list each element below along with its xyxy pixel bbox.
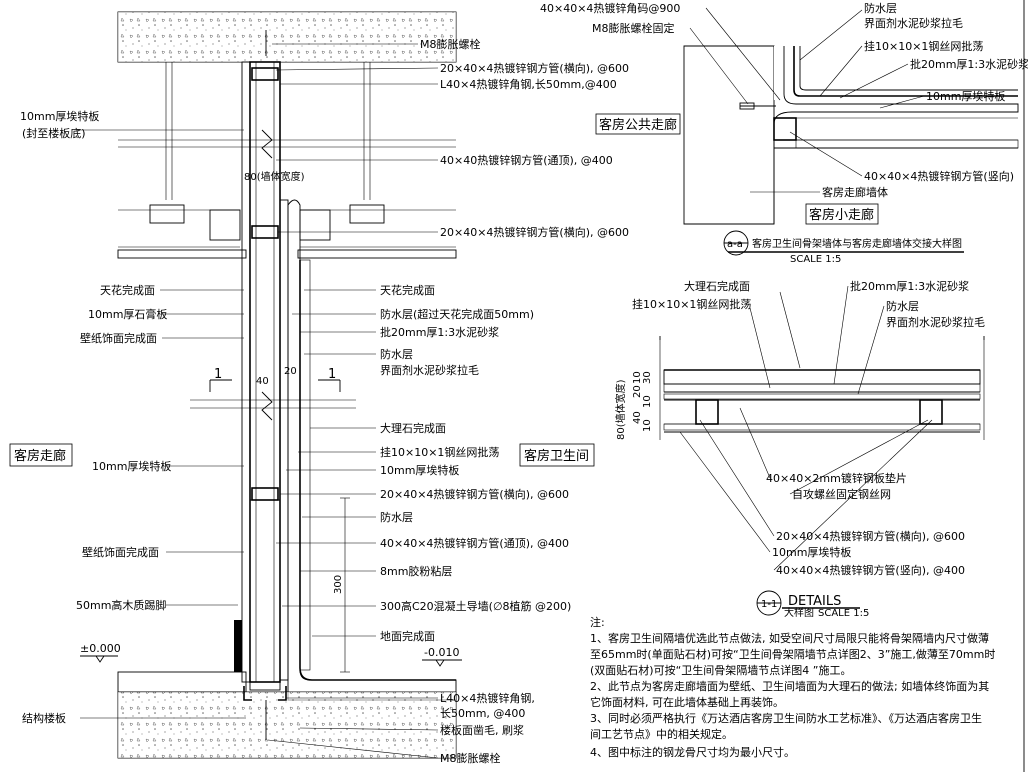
label-ceiling-left: 天花完成面 [100,283,155,297]
label-tube-through2: 40×40×4热镀锌钢方管(通顶), @400 [380,536,569,550]
label-angle-top: L40×4热镀锌角钢,长50mm,@400 [440,77,617,91]
d1-scale: SCALE 1:5 [818,608,869,619]
label-waterproof-b: 防水层 [380,347,413,361]
label-waterproof-over: 防水层(超过天花完成面50mm) [380,307,534,321]
label-corridor-wall: 客房走廊墙体 [822,185,888,199]
label-plan-cement: 批20mm厚1:3水泥砂浆 [910,57,1028,71]
label-floor-rough: 楼板面凿毛, 刷浆 [440,723,524,737]
label-glue: 8mm胶粉粘层 [380,564,452,578]
label-plan-mesh: 挂10×10×1钢丝网批荡 [864,39,983,53]
label-d1-tube-v: 40×40×4热镀锌钢方管(竖向), @400 [776,563,965,577]
d1-dim-30: 30 [642,371,653,384]
label-board-note: (封至楼板底) [22,126,86,140]
label-bolt-fix: M8膨胀螺栓固定 [592,21,675,35]
label-bottom-bolt: M8膨胀螺栓 [440,751,501,765]
label-plan-tube-v: 40×40×4热镀锌钢方管(竖向) [864,169,1014,183]
label-d1-interface: 界面剂水泥砂浆拉毛 [886,315,985,329]
label-d1-mesh: 挂10×10×1钢丝网批荡 [632,297,751,311]
label-corridor-small: 客房小走廊 [809,207,874,223]
label-board-r: 10mm厚埃特板 [380,463,459,477]
label-d1-tube-h: 20×40×4热镀锌钢方管(横向), @600 [776,529,965,543]
dim-40: 40 [256,376,269,387]
main-section-drawing [76,11,462,759]
label-plan-interface: 界面剂水泥砂浆拉毛 [864,16,963,30]
label-waterproof-c: 防水层 [380,510,413,524]
dim-300: 300 [333,575,344,594]
label-d1-screw: 自攻螺丝固定钢丝网 [792,487,891,501]
label-corridor-public: 客房公共走廊 [599,117,677,133]
note-line-2: 至65mm时(单面贴石材)可按“卫生间骨架隔墙节点详图2、3”施工,做薄至70m… [590,647,995,661]
label-tube-h2: 20×40×4热镀锌钢方管(横向), @600 [440,225,629,239]
plan-a-title: 客房卫生间骨架墙体与客房走廊墙体交接大样图 [752,237,962,250]
label-plan-board: 10mm厚埃特板 [926,89,1005,103]
level-right: -0.010 [424,646,459,659]
label-tube-through1: 40×40热镀锌钢方管(通顶), @400 [440,153,613,167]
d1-title-mark: 1-1 [761,599,777,610]
label-slab: 结构楼板 [22,711,66,725]
label-mesh: 挂10×10×1钢丝网批荡 [380,445,499,459]
note-line-5: 它饰面材料, 可在此墙体基础上再装饰。 [590,695,784,709]
d1-dim-10b: 10 [642,395,653,408]
label-d1-plate: 40×40×2mm镀锌钢板垫片 [766,471,907,485]
d1-dim-10c: 10 [642,419,653,432]
label-wallpaper-top: 壁纸饰面完成面 [80,331,157,345]
note-line-7: 间工艺节点》中的相关规定。 [590,727,733,741]
dim-20: 20 [284,366,297,377]
label-plan-waterproof: 防水层 [864,1,897,15]
plan-a-title-mark: a-a [727,239,743,250]
notes-block: 注: 1、客房卫生间隔墙优选此节点做法, 如受空间尺寸局限只能将骨架隔墙内尺寸做… [590,615,995,759]
label-angle-code: 40×40×4热镀锌角码@900 [540,1,680,15]
section-mark-1-left: 1 [214,367,222,382]
level-left: ±0.000 [80,642,121,655]
note-line-6: 3、同时必须严格执行《万达酒店客房卫生间防水工艺标准》、《万达酒店客房卫生 [590,711,982,725]
section-mark-1-right: 1 [328,367,336,382]
room-bathroom-label: 客房卫生间 [524,448,589,464]
label-skirting: 50mm高木质踢脚 [76,598,166,612]
label-cement-20: 批20mm厚1:3水泥砂浆 [380,325,499,339]
d1-subtitle: 大样图 [784,606,814,619]
d1-dim-20: 20 [632,385,643,398]
label-angle-bot1: L40×4热镀锌角钢, [440,691,535,705]
d1-dim-40: 40 [632,411,643,424]
label-tube-h3: 20×40×4热镀锌钢方管(横向), @600 [380,487,569,501]
label-d1-board: 10mm厚埃特板 [772,545,851,559]
label-gypsum: 10mm厚石膏板 [88,307,167,321]
label-board: 10mm厚埃特板 [20,109,99,123]
room-corridor-label: 客房走廊 [14,448,66,464]
label-board-l2: 10mm厚埃特板 [92,459,171,473]
label-d1-cement: 批20mm厚1:3水泥砂浆 [850,279,969,293]
label-interface-agent: 界面剂水泥砂浆拉毛 [380,363,479,377]
note-line-1: 1、客房卫生间隔墙优选此节点做法, 如受空间尺寸局限只能将骨架隔墙内尺寸做薄 [590,631,989,645]
label-floor-finish: 地面完成面 [380,629,435,643]
plan-a-labels: 40×40×4热镀锌角码@900 M8膨胀螺栓固定 防水层 界面剂水泥砂浆拉毛 … [540,1,1028,265]
d1-wall-width: 80(墙体宽度) [614,379,627,440]
note-line-4: 2、此节点为客房走廊墙面为壁纸、卫生间墙面为大理石的做法; 如墙体终饰面为其 [590,679,989,693]
label-marble: 大理石完成面 [380,421,446,435]
label-tube-h1: 20×40×4热镀锌钢方管(横向), @600 [440,61,629,75]
label-d1-waterproof: 防水层 [886,299,919,313]
label-top-bolt: M8膨胀螺栓 [420,37,481,51]
detail-1-labels: 大理石完成面 挂10×10×1钢丝网批荡 批20mm厚1:3水泥砂浆 防水层 界… [614,279,985,619]
plan-a-drawing [683,7,1019,256]
label-wallpaper-bot: 壁纸饰面完成面 [82,545,159,559]
note-line-3: (双面贴石材)可按“卫生间骨架隔墙节点详图4 ”施工。 [590,663,851,677]
label-d1-marble: 大理石完成面 [684,279,750,293]
label-wall-width: 80(墙体宽度) [244,170,305,183]
detail-1-drawing [659,285,985,616]
note-line-8: 4、图中标注的钢龙骨尺寸均为最小尺寸。 [590,745,795,759]
label-curb: 300高C20混凝土导墙(∅8植筋 @200) [380,599,571,613]
label-ceiling-right: 天花完成面 [380,283,435,297]
d1-dim-10: 10 [632,371,643,384]
d1-title: DETAILS [788,594,841,609]
plan-a-scale: SCALE 1:5 [790,254,841,265]
label-angle-bot2: 长50mm, @400 [440,707,525,720]
notes-heading: 注: [590,615,605,629]
main-section-labels: M8膨胀螺栓 20×40×4热镀锌钢方管(横向), @600 L40×4热镀锌角… [9,37,629,765]
